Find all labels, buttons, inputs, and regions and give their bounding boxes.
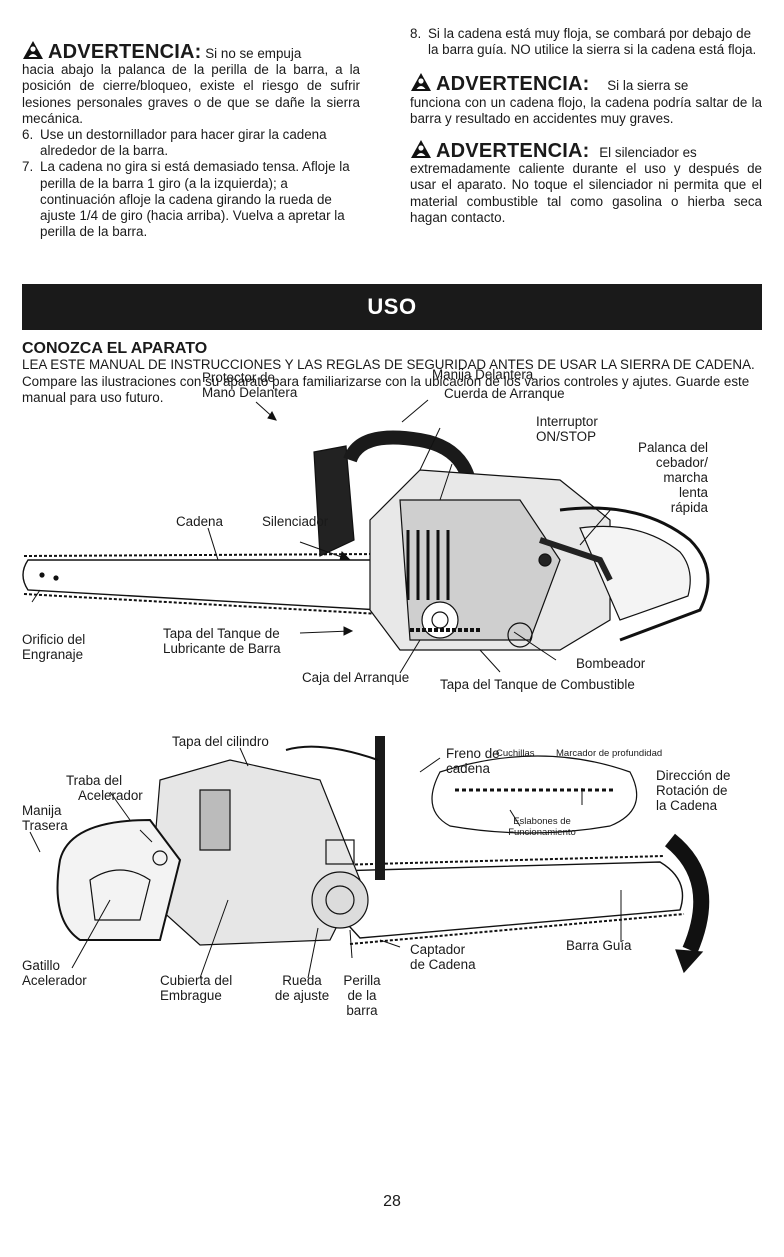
diagram1-leader-lines <box>31 399 613 674</box>
warning-title: ADVERTENCIA: <box>436 73 590 96</box>
left-column: ADVERTENCIA: Si no se empuja hacia abajo… <box>22 40 360 240</box>
step-number: 7. <box>22 159 34 175</box>
label-cuchillas: Cuchillas <box>496 748 535 759</box>
warning-lead: Si no se empuja <box>205 46 302 61</box>
label-marcador-profundidad: Marcador de profundidad <box>556 748 663 759</box>
label-barra-guia: Barra Guía <box>566 938 632 953</box>
label-gatillo-acelerador: Gatillo Acelerador <box>22 958 87 988</box>
warning-title: ADVERTENCIA: <box>48 41 202 63</box>
step-8: 8. Si la cadena está muy floja, se comba… <box>410 26 762 58</box>
warning-triangle-icon <box>411 73 431 92</box>
section-intro: LEA ESTE MANUAL DE INSTRUCCIONES Y LAS R… <box>22 357 755 406</box>
label-cubierta-embrague: Cubierta del Embrague <box>160 973 233 1003</box>
step-text: La cadena no gira si está demasiado tens… <box>40 159 350 240</box>
warning-lead: El silenciador es <box>599 145 697 161</box>
warning-triangle-icon <box>411 140 431 159</box>
warning-body: funciona con un cadena flojo, la cadena … <box>410 94 762 126</box>
right-warning-2-heading: ADVERTENCIA: El silenciador es <box>410 139 762 161</box>
chainsaw-other-side-drawing <box>56 736 710 974</box>
warning-title: ADVERTENCIA: <box>436 140 590 163</box>
chainsaw-side-drawing <box>22 430 710 651</box>
warning-body: extremadamente caliente durante el uso y… <box>410 161 762 225</box>
label-traba-acelerador: Traba del Acelerador <box>66 773 143 803</box>
label-manija-trasera: Manija Trasera <box>22 803 68 833</box>
section-title: CONOZCA EL APARATO <box>22 340 208 357</box>
label-silenciador: Silenciador <box>262 514 329 529</box>
label-direccion-rotacion: Dirección de Rotación de la Cadena <box>656 768 731 813</box>
step-text: Use un destornillador para hacer girar l… <box>40 127 327 159</box>
label-palanca-cebador: Palanca del cebador/ marcha lenta rápida <box>638 440 708 515</box>
diagram2-leader-lines <box>29 747 622 979</box>
label-cadena: Cadena <box>176 514 223 529</box>
label-orificio-engranaje: Orificio del Engranaje <box>22 632 86 662</box>
step-number: 8. <box>410 26 422 41</box>
warning-body: hacia abajo la palanca de la perilla de … <box>22 62 360 126</box>
warning-triangle-icon <box>23 41 43 59</box>
label-rueda-ajuste: Rueda de ajuste <box>274 973 330 1003</box>
step-text: Si la cadena está muy floja, se combará … <box>428 26 757 58</box>
section-banner: USO <box>22 284 762 330</box>
left-warning-heading: ADVERTENCIA: Si no se empuja <box>22 40 360 62</box>
label-freno-cadena: Freno de cadena <box>446 746 500 776</box>
right-warning-1-heading: ADVERTENCIA: Si la sierra se <box>410 72 762 94</box>
label-bombeador: Bombeador <box>576 656 646 671</box>
warning-lead: Si la sierra se <box>607 78 689 94</box>
label-tapa-cilindro: Tapa del cilindro <box>172 734 269 749</box>
label-perilla-barra: Perilla de la barra <box>343 973 381 1018</box>
label-cuerda-arranque: Cuerda de Arranque <box>444 386 565 401</box>
label-captador-cadena: Captador de Cadena <box>410 942 476 972</box>
label-manija-delantera: Manija Delantera <box>432 367 534 382</box>
step-7: 7. La cadena no gira si está demasiado t… <box>22 159 360 240</box>
step-6: 6. Use un destornillador para hacer gira… <box>22 127 360 159</box>
label-eslabones: Eslabones de Funcionamiento <box>508 816 576 838</box>
right-column: 8. Si la cadena está muy floja, se comba… <box>410 26 762 226</box>
page-number: 28 <box>383 1193 401 1210</box>
label-caja-arranque: Caja del Arranque <box>302 670 410 685</box>
label-tapa-lubricante: Tapa del Tanque de Lubricante de Barra <box>163 626 281 656</box>
label-tapa-combustible: Tapa del Tanque de Combustible <box>440 677 635 692</box>
label-protector-mano: Protector de Mano Delantera <box>202 370 298 400</box>
label-interruptor: Interruptor ON/STOP <box>536 414 598 444</box>
step-number: 6. <box>22 127 34 143</box>
